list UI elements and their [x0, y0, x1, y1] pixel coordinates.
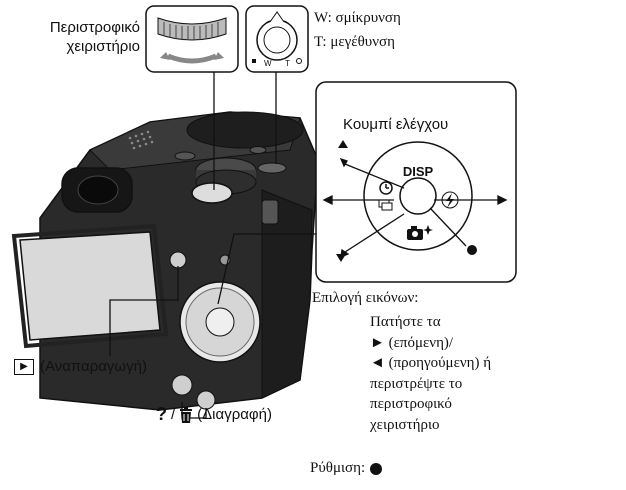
self-timer-icon — [379, 181, 393, 195]
playback-text: (Αναπαραγωγή) — [40, 358, 147, 375]
zoom-w-mark: W — [264, 59, 272, 68]
desc-line-2: ► (επόμενη)/ — [370, 334, 454, 351]
set-dot-icon — [467, 245, 477, 255]
play-icon: ▶ — [14, 358, 34, 375]
dial-label-line2: χειριστήριο — [66, 38, 141, 55]
setting-label: Ρύθμιση: — [310, 460, 383, 477]
zoom-in-label: T: μεγέθυνση — [314, 34, 395, 50]
set-dot-icon — [370, 462, 383, 475]
delete-label: ?/ (Διαγραφή) — [156, 404, 272, 424]
control-button-title: Κουμπί ελέγχου — [343, 116, 449, 133]
desc-line-1: Πατήστε τα — [370, 314, 441, 330]
dial-label: Περιστροφικό χειριστήριο — [8, 18, 140, 56]
lcd-screen — [11, 223, 169, 349]
image-selection-desc: Πατήστε τα ► (επόμενη)/ ◄ (προηγούμενη) … — [370, 312, 491, 435]
desc-line-6: χειριστήριο — [370, 416, 440, 433]
up-arrow-icon — [338, 140, 348, 148]
control-button-callout: DISP — [315, 81, 517, 283]
playback-label: ▶ (Αναπαραγωγή) — [14, 358, 147, 375]
desc-line-4: περιστρέψτε το — [370, 375, 463, 392]
dial-callout — [145, 5, 239, 73]
zoom-t-mark: T — [285, 59, 290, 68]
dial-label-line1: Περιστροφικό — [49, 19, 140, 36]
zoom-callout: W T — [245, 5, 309, 73]
setting-text: Ρύθμιση: — [310, 460, 366, 476]
camera-sparkle-icon — [407, 225, 433, 240]
image-selection-title: Επιλογή εικόνων: — [312, 290, 419, 306]
trash-icon — [180, 406, 193, 423]
question-mark-icon: ? — [156, 404, 167, 424]
disp-label: DISP — [403, 164, 434, 179]
rear-controls — [169, 182, 261, 410]
desc-line-5: περιστροφικό — [370, 396, 452, 412]
desc-line-3: ◄ (προηγούμενη) ή — [370, 355, 492, 371]
viewfinder — [61, 167, 133, 213]
down-arrow-icon — [336, 254, 346, 262]
speaker-grille — [128, 130, 154, 150]
zoom-out-label: W: σμίκρυνση — [314, 10, 401, 26]
delete-text: (Διαγραφή) — [197, 406, 272, 423]
